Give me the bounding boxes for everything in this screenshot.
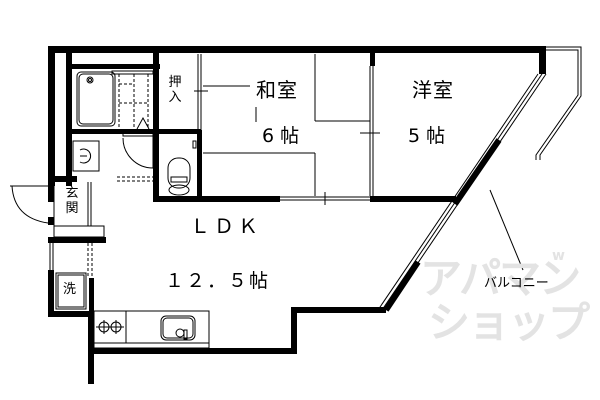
room-genkan-label: 玄関 [65, 186, 79, 216]
kitchen-counter [93, 310, 210, 349]
room-oshiire-label: 押入 [168, 75, 182, 105]
washer-pan [55, 272, 87, 310]
room-ldk-name: ＬＤＫ [190, 214, 262, 238]
room-washitsu-name: 和室 [256, 78, 298, 102]
watermark-mark: w [552, 248, 565, 264]
room-youshitsu-name: 洋室 [412, 78, 454, 102]
watermark-line1: アパマン [420, 254, 581, 303]
balcony-outline [489, 46, 582, 271]
washer-label: 洗 [63, 282, 77, 297]
room-youshitsu-size-unit: 帖 [426, 125, 446, 147]
room-washitsu-size-num: 6 [262, 125, 275, 147]
room-ldk-size: １２．５帖 [165, 272, 268, 291]
room-ldk-size-unit: 帖 [249, 270, 269, 292]
entrance-door [10, 185, 49, 224]
room-washitsu-size: 6 帖 [262, 127, 299, 146]
room-ldk-size-num: １２．５ [165, 270, 250, 292]
balcony-label: バルコニー [484, 276, 549, 291]
room-washitsu-size-unit: 帖 [280, 125, 300, 147]
watermark-line2: ショップ [428, 298, 590, 347]
bathtub [76, 70, 154, 137]
openings [49, 54, 380, 278]
room-youshitsu-size: 5 帖 [408, 127, 445, 146]
washbasin [72, 136, 158, 172]
walls [48, 46, 546, 384]
toilet [167, 140, 197, 196]
room-youshitsu-size-num: 5 [408, 125, 421, 147]
diagonal-wall [377, 73, 547, 312]
